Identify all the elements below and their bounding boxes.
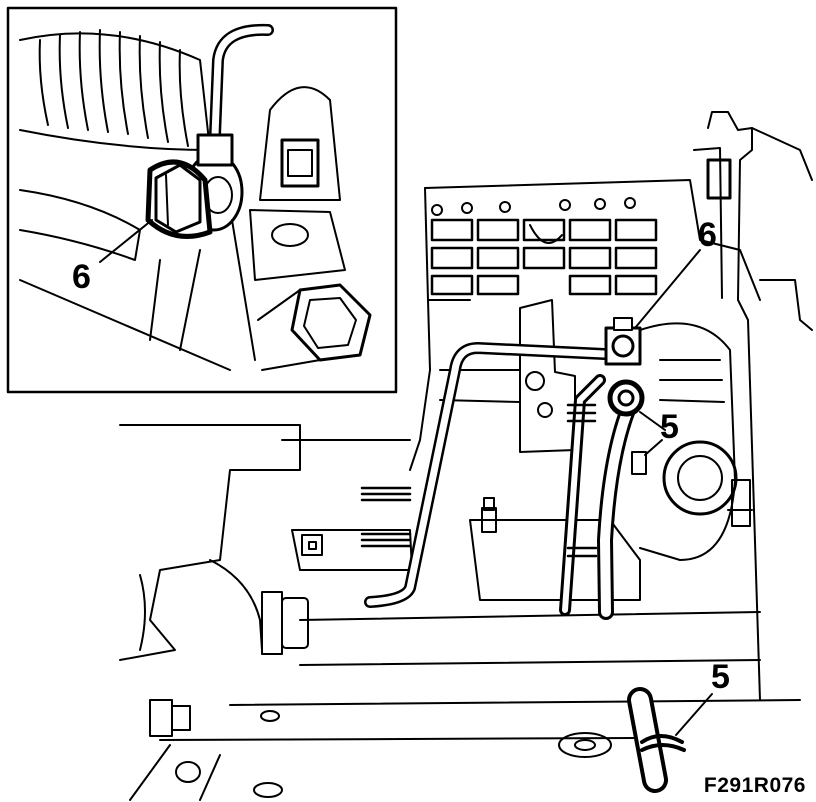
mounting-bracket <box>693 111 813 701</box>
crossmember <box>149 591 801 741</box>
callout-6-inset: 6 <box>72 258 91 296</box>
figure-code: F291R076 <box>701 774 808 798</box>
callout-6-main: 6 <box>698 216 717 254</box>
engine-mount <box>119 424 413 661</box>
leader-5-upper <box>639 411 666 431</box>
main-view <box>119 111 813 801</box>
lower-hose <box>627 687 686 793</box>
banjo-fitting-main <box>604 317 642 366</box>
detail-inset <box>6 6 398 394</box>
leader-6-main <box>634 249 701 329</box>
vent-slots <box>360 486 412 548</box>
inset-corrugated-hose <box>19 29 211 151</box>
leader-5-lower <box>675 693 713 736</box>
callout-5-upper: 5 <box>660 408 679 446</box>
inset-pipe <box>208 23 274 166</box>
coolant-hose <box>559 374 647 620</box>
oil-return-pipe <box>364 342 631 608</box>
inset-hose-lines <box>19 189 256 371</box>
inset-hex-bolt <box>257 283 372 371</box>
bottom-bolts <box>129 710 612 801</box>
leader-6-inset <box>99 219 153 263</box>
inset-sealing-washer <box>145 159 213 239</box>
callout-5-lower: 5 <box>711 658 730 696</box>
sump-grille <box>424 179 761 371</box>
inset-bracket <box>249 86 346 281</box>
leader-lines <box>634 249 713 736</box>
engine-block <box>409 299 641 601</box>
turbo-housing <box>639 322 753 561</box>
